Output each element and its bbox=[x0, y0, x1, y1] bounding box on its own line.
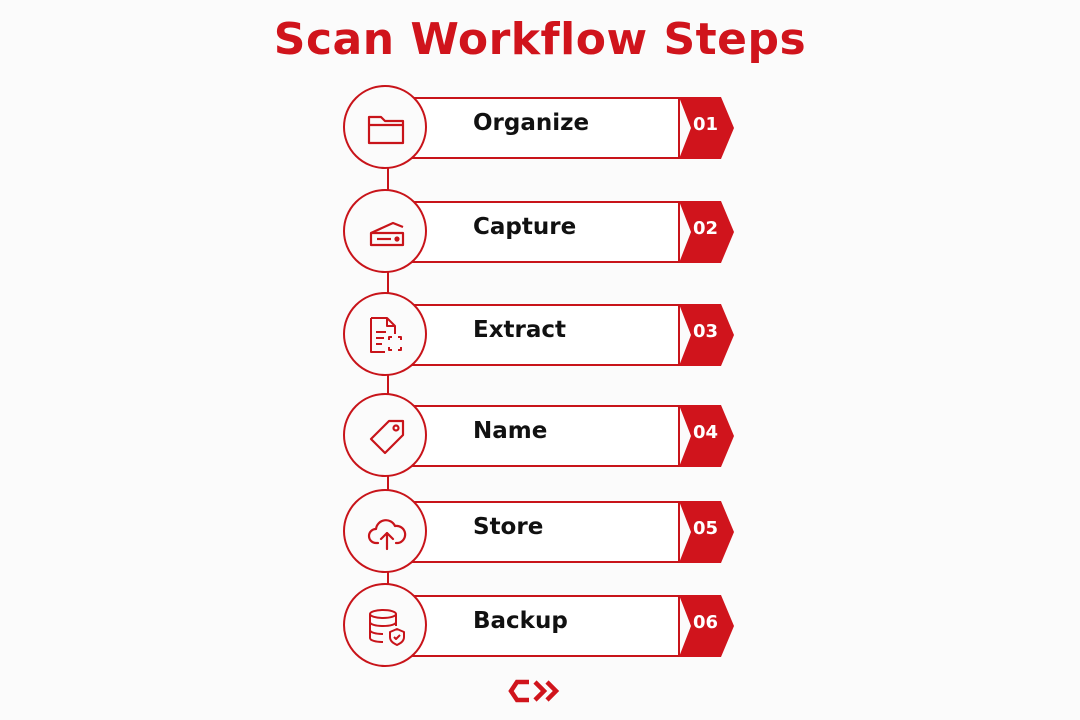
step-label: Store bbox=[473, 514, 544, 540]
database-shield-icon bbox=[343, 583, 427, 667]
tag-icon bbox=[343, 393, 427, 477]
chevron-logo-icon bbox=[507, 676, 567, 711]
diagram-title: Scan Workflow Steps bbox=[273, 14, 807, 65]
step-bar bbox=[388, 501, 735, 563]
step-connector-line bbox=[387, 160, 389, 610]
step-bar bbox=[388, 405, 735, 467]
step-number: 04 bbox=[693, 422, 719, 443]
step-capture: Capture 02 bbox=[343, 187, 735, 277]
step-organize: Organize 01 bbox=[343, 83, 735, 173]
step-number: 01 bbox=[693, 114, 719, 135]
step-backup: Backup 06 bbox=[343, 581, 735, 671]
step-name: Name 04 bbox=[343, 391, 735, 481]
step-label: Capture bbox=[473, 214, 577, 240]
document-scan-icon bbox=[343, 292, 427, 376]
step-label: Extract bbox=[473, 317, 567, 343]
step-label: Organize bbox=[473, 110, 590, 136]
folder-icon bbox=[343, 85, 427, 169]
step-number: 03 bbox=[693, 321, 719, 342]
step-bar bbox=[388, 97, 735, 159]
step-bar bbox=[388, 201, 735, 263]
step-number: 05 bbox=[693, 518, 719, 539]
step-extract: Extract 03 bbox=[343, 290, 735, 380]
scanner-icon bbox=[343, 189, 427, 273]
step-label: Name bbox=[473, 418, 548, 444]
step-number: 06 bbox=[693, 612, 719, 633]
step-number: 02 bbox=[693, 218, 719, 239]
step-label: Backup bbox=[473, 608, 568, 634]
step-store: Store 05 bbox=[343, 487, 735, 577]
step-bar bbox=[388, 304, 735, 366]
cloud-upload-icon bbox=[343, 489, 427, 573]
